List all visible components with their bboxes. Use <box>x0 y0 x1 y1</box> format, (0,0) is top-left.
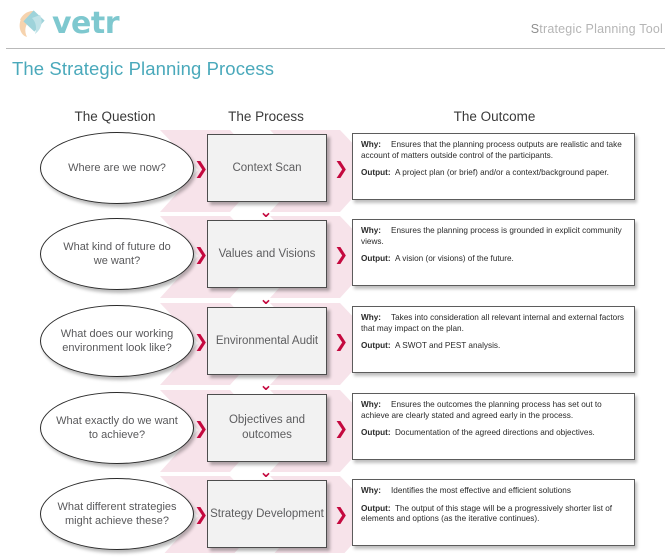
process-text: Objectives and outcomes <box>228 414 306 441</box>
arrow-down-icon: ⌄ <box>259 375 273 394</box>
outcome-box[interactable]: Why: Identifies the most effective and ef… <box>352 479 635 546</box>
outcome-why-line: Why:Takes into consideration all relevan… <box>361 313 626 334</box>
arrow-right-icon: ❯ <box>194 419 209 439</box>
why-text: Ensures the planning process is grounded… <box>361 226 622 246</box>
process-box[interactable]: Context Scan <box>207 134 327 202</box>
arrow-down-icon: ⌄ <box>259 202 273 221</box>
diamond-leaf-logo-icon <box>14 6 50 42</box>
process-row: What does our working environment look l… <box>0 305 671 379</box>
outcome-box[interactable]: Why:Ensures that the planning process ou… <box>352 133 635 200</box>
column-header-outcome: The Outcome <box>453 109 536 124</box>
process-text: Strategy Development <box>210 507 324 520</box>
output-text: A project plan (or brief) and/or a conte… <box>395 168 609 177</box>
question-ellipse: What does our working environment look l… <box>40 305 194 377</box>
question-cell[interactable]: What kind of future do we want? <box>40 218 194 292</box>
output-label: Output: <box>361 254 391 263</box>
outcome-why-line: Why:Ensures the planning process is grou… <box>361 226 626 247</box>
arrow-down-icon: ⌄ <box>259 462 273 481</box>
page-title: The Strategic Planning Process <box>12 58 275 79</box>
arrow-right-icon: ❯ <box>194 505 209 525</box>
outcome-why-line: Why: Identifies the most effective and ef… <box>361 486 626 497</box>
outcome-box[interactable]: Why:Ensures the planning process is grou… <box>352 219 635 286</box>
process-box[interactable]: Values and Visions <box>207 220 327 288</box>
question-text: Where are we now? <box>68 162 166 174</box>
question-ellipse: Where are we now? <box>40 132 194 204</box>
outcome-box[interactable]: Why:Ensures the outcomes the planning pr… <box>352 393 635 460</box>
arrow-right-icon: ❯ <box>194 245 209 265</box>
arrow-down-icon: ⌄ <box>259 289 273 308</box>
outcome-box[interactable]: Why:Takes into consideration all relevan… <box>352 306 635 373</box>
output-text: A SWOT and PEST analysis. <box>395 341 501 350</box>
outcome-output-line: Output: Documentation of the agreed direc… <box>361 428 626 439</box>
question-ellipse: What different strategies might achieve … <box>40 478 194 550</box>
why-text: Ensures the outcomes the planning proces… <box>361 400 602 420</box>
question-ellipse: What exactly do we want to achieve? <box>40 392 194 464</box>
why-label: Why: <box>361 313 382 322</box>
outcome-output-line: Output:The output of this stage will be … <box>361 504 626 525</box>
question-text: What exactly do we want to achieve? <box>56 415 178 441</box>
tool-label-initial: S <box>530 22 540 36</box>
arrow-right-icon: ❯ <box>334 505 349 525</box>
question-cell[interactable]: Where are we now? <box>40 132 194 206</box>
arrow-right-icon: ❯ <box>334 245 349 265</box>
outcome-why-line: Why:Ensures that the planning process ou… <box>361 140 626 161</box>
tool-label: Strategic Planning Tool <box>531 22 663 36</box>
process-box[interactable]: Objectives and outcomes <box>207 394 327 462</box>
why-label: Why: <box>361 226 382 235</box>
question-cell[interactable]: What different strategies might achieve … <box>40 478 194 552</box>
process-row: What kind of future do we want? ❯ Values… <box>0 218 671 292</box>
arrow-right-icon: ❯ <box>194 332 209 352</box>
process-row: What different strategies might achieve … <box>0 478 671 552</box>
arrow-right-icon: ❯ <box>334 159 349 179</box>
process-box[interactable]: Environmental Audit <box>207 307 327 375</box>
column-headers: The Question The Process The Outcome <box>0 109 671 129</box>
output-label: Output: <box>361 428 391 437</box>
column-header-question: The Question <box>74 109 156 124</box>
outcome-output-line: Output: A SWOT and PEST analysis. <box>361 341 626 352</box>
process-text: Context Scan <box>232 161 302 174</box>
brand-logo[interactable]: vetr <box>14 4 120 44</box>
output-text: Documentation of the agreed directions a… <box>395 428 595 437</box>
why-text: Ensures that the planning process output… <box>361 140 622 160</box>
arrow-right-icon: ❯ <box>334 419 349 439</box>
arrow-right-icon: ❯ <box>194 159 209 179</box>
question-ellipse: What kind of future do we want? <box>40 218 194 290</box>
question-text: What kind of future do we want? <box>63 241 171 267</box>
why-label: Why: <box>361 486 382 495</box>
why-label: Why: <box>361 140 382 149</box>
outcome-why-line: Why:Ensures the outcomes the planning pr… <box>361 400 626 421</box>
question-cell[interactable]: What exactly do we want to achieve? <box>40 392 194 466</box>
outcome-output-line: Output: A project plan (or brief) and/or … <box>361 168 626 179</box>
tool-label-rest: trategic Planning Tool <box>539 22 663 36</box>
process-text: Environmental Audit <box>215 334 319 347</box>
why-text: Takes into consideration all relevant in… <box>361 313 625 333</box>
process-diagram: The Question The Process The Outcome Whe… <box>0 100 671 558</box>
output-text: The output of this stage will be a progr… <box>361 503 613 524</box>
arrow-right-icon: ❯ <box>334 332 349 352</box>
question-text: What does our working environment look l… <box>60 328 174 354</box>
question-cell[interactable]: What does our working environment look l… <box>40 305 194 379</box>
process-row: Where are we now? ❯ Context Scan ❯ Why:E… <box>0 132 671 206</box>
outcome-output-line: Output: A vision (or visions) of the futu… <box>361 254 626 265</box>
process-row: What exactly do we want to achieve? ❯ Ob… <box>0 392 671 466</box>
process-text: Values and Visions <box>218 247 316 260</box>
output-label: Output: <box>361 503 391 513</box>
brand-wordmark: vetr <box>52 6 120 41</box>
app-header: vetr Strategic Planning Tool <box>6 0 665 49</box>
process-box[interactable]: Strategy Development <box>207 480 327 548</box>
output-label: Output: <box>361 341 391 350</box>
output-text: A vision (or visions) of the future. <box>395 254 514 263</box>
why-text: Identifies the most effective and effici… <box>391 486 571 495</box>
column-header-process: The Process <box>228 109 304 124</box>
output-label: Output: <box>361 168 391 177</box>
why-label: Why: <box>361 400 382 409</box>
question-text: What different strategies might achieve … <box>57 501 177 527</box>
